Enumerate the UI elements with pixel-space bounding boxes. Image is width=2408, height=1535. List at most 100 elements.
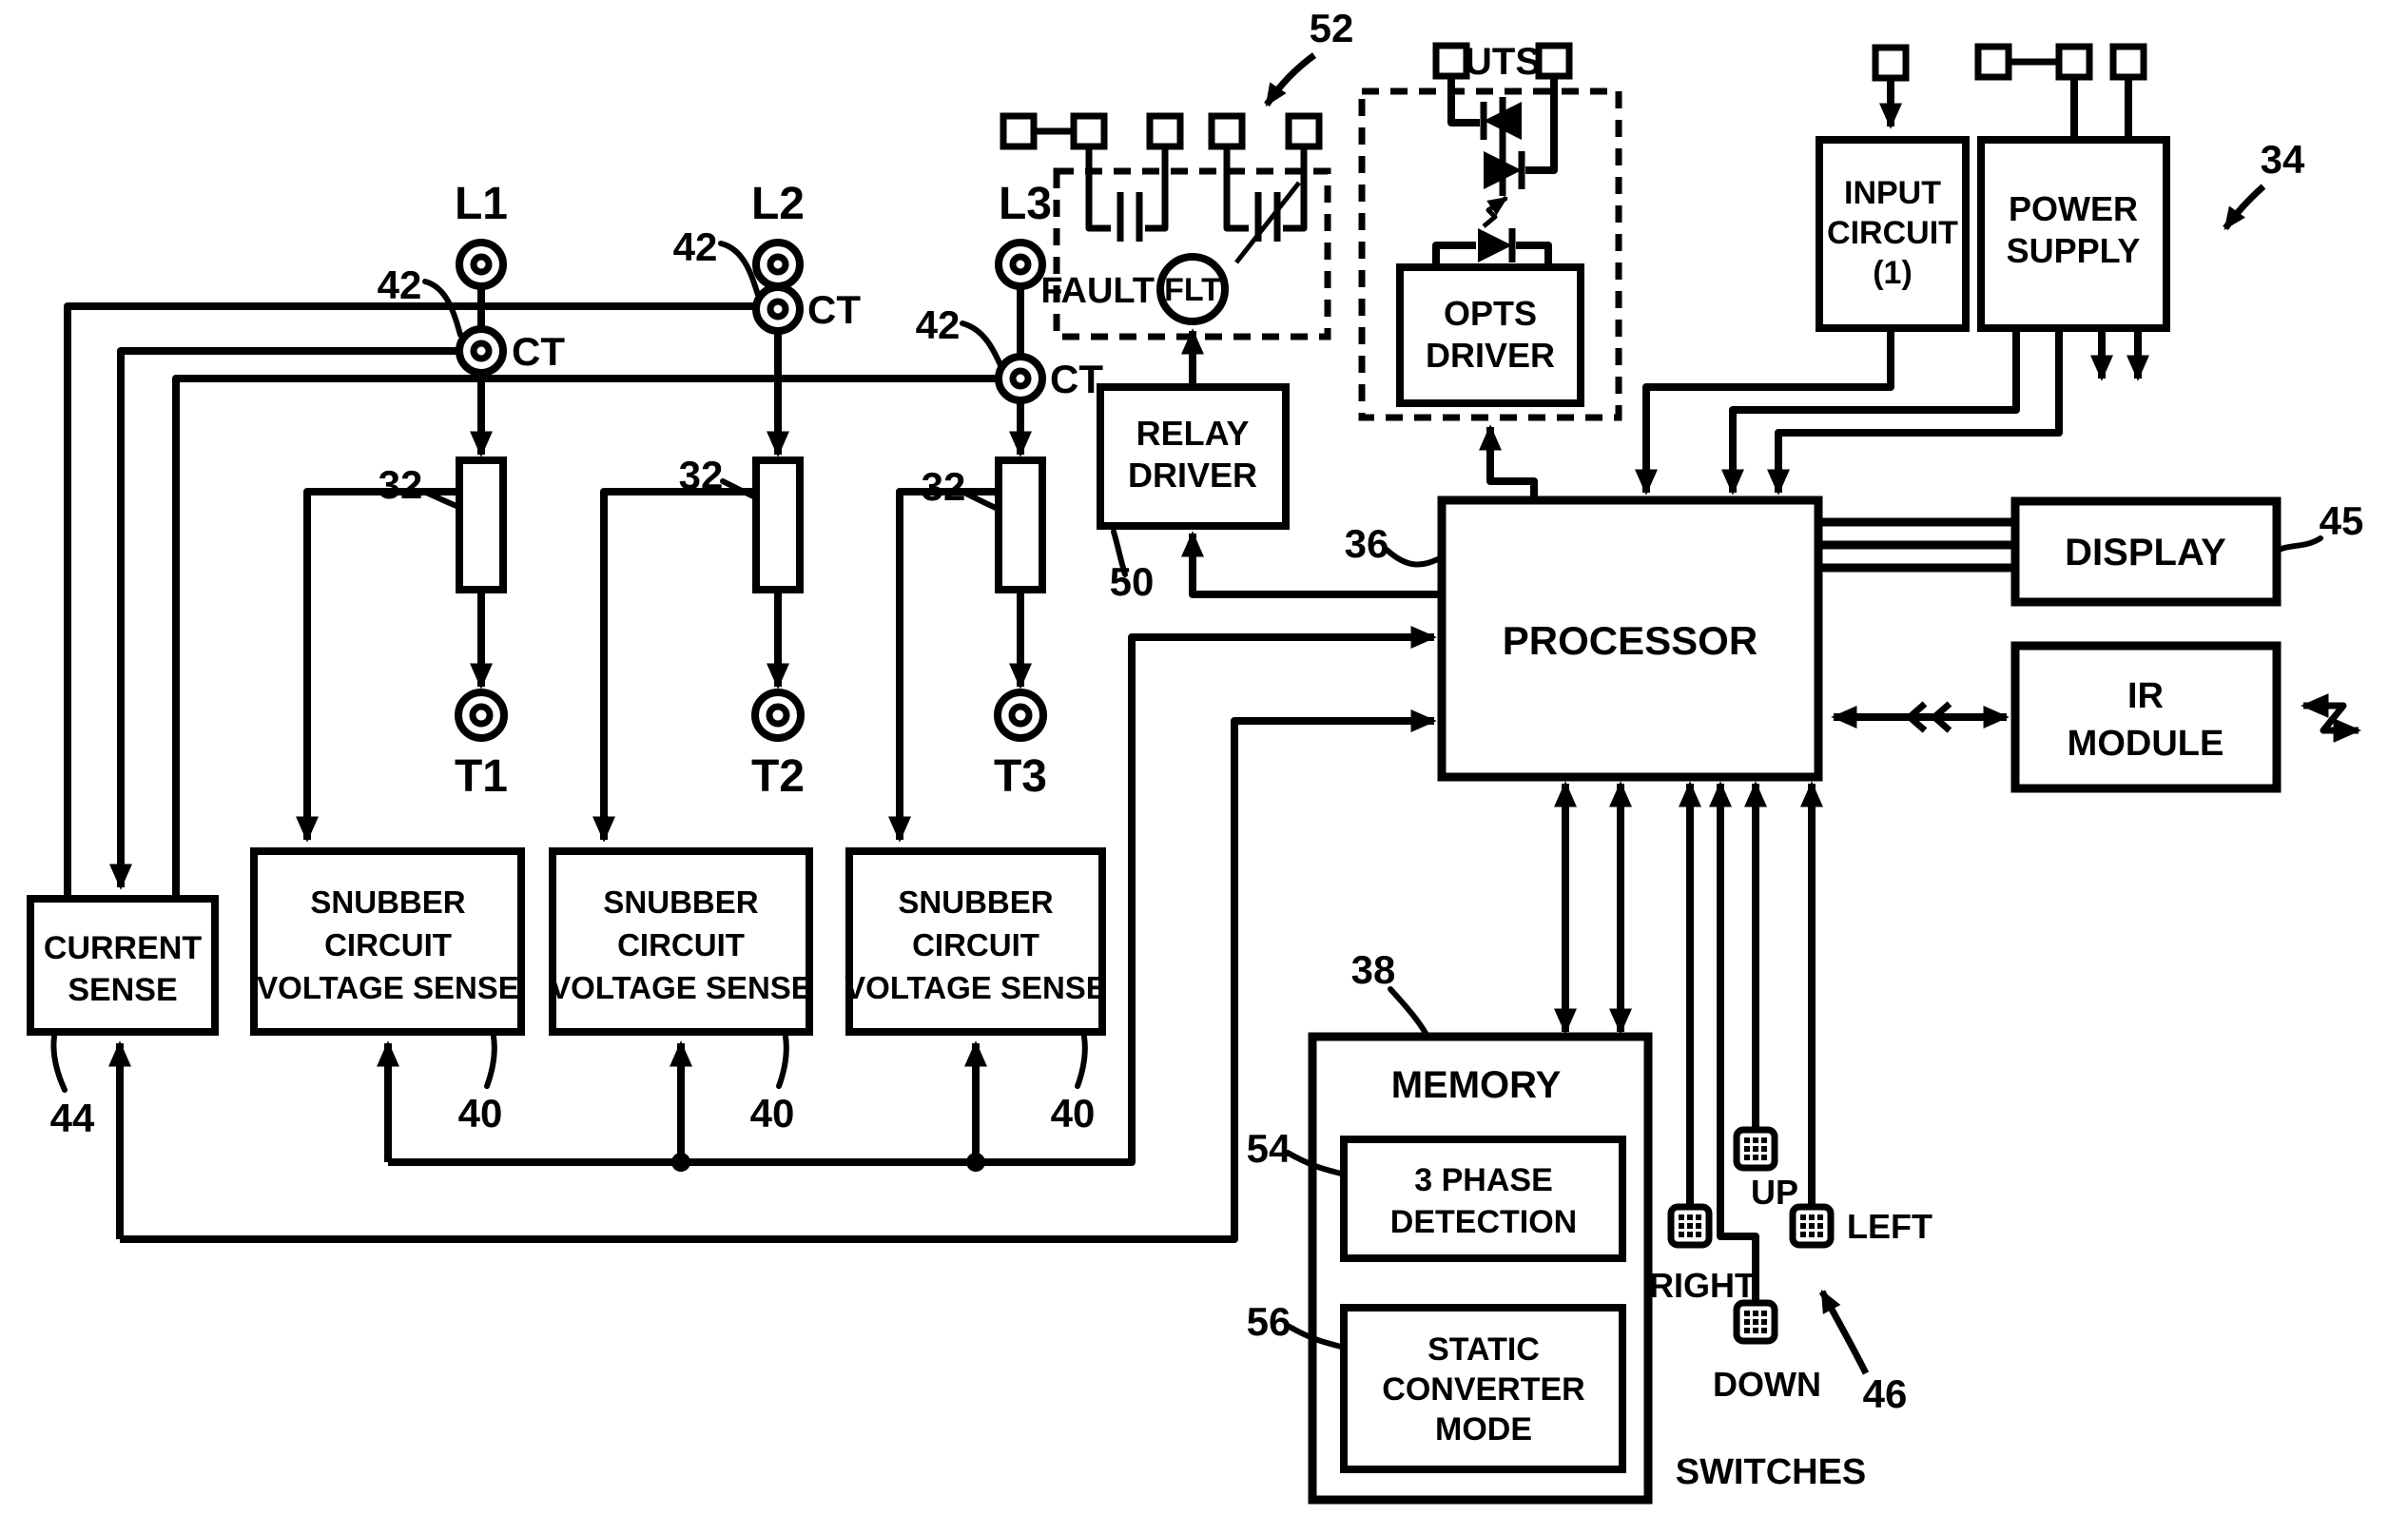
up-switch-icon xyxy=(1733,1126,1778,1172)
ref-42-l2: 42 xyxy=(673,224,718,269)
input-circuit-label-2: CIRCUIT xyxy=(1827,215,1958,251)
opts-driver-label-1: OPTS xyxy=(1444,294,1537,333)
snubber-box-3 xyxy=(845,847,1106,1036)
opto-coupling-arrow-icon xyxy=(1482,195,1508,228)
fault-terminal-square xyxy=(1146,112,1184,150)
wire-input-circuit-to-processor xyxy=(1635,328,1894,495)
ref-32-l3: 32 xyxy=(922,464,966,509)
relay-driver-box xyxy=(1097,383,1290,530)
scr-block-l1 xyxy=(456,457,507,593)
l3-label: L3 xyxy=(999,179,1052,229)
wire-processor-to-relay-driver xyxy=(1181,531,1442,598)
display-bus-wires xyxy=(1818,517,2015,573)
junction-dot xyxy=(671,1153,690,1172)
left-switch-label: LEFT xyxy=(1847,1207,1932,1246)
triac-triangle-icon xyxy=(1484,102,1522,140)
current-sense-bus-wires xyxy=(108,709,1437,1243)
normally-closed-slash xyxy=(1234,181,1301,264)
ref-32-l1: 32 xyxy=(379,462,423,507)
ir-wires xyxy=(1831,693,2361,743)
static-converter-label-2: CONVERTER xyxy=(1382,1371,1584,1408)
scr-block-l2 xyxy=(752,457,804,593)
ref-50: 50 xyxy=(1110,559,1155,604)
leader-32-l2 xyxy=(720,478,756,499)
led-lead-left xyxy=(1432,242,1476,267)
supply-wires xyxy=(1635,328,2149,495)
static-converter-label-3: MODE xyxy=(1435,1411,1532,1448)
t3-terminal-inner xyxy=(1008,703,1033,728)
ref-44: 44 xyxy=(50,1096,95,1140)
triac-lead-right xyxy=(1525,76,1558,174)
ref-32-l2: 32 xyxy=(679,453,724,497)
l2-terminal-circle xyxy=(752,239,804,290)
snubber1-label-2: CIRCUIT xyxy=(324,927,452,962)
opts-driver-label-2: DRIVER xyxy=(1426,336,1555,375)
chevron-icon xyxy=(1931,701,1952,733)
ref-34: 34 xyxy=(2261,137,2305,182)
fault-label: FAULT xyxy=(1040,271,1155,311)
snubber2-label-2: CIRCUIT xyxy=(617,927,745,962)
leader-40-1 xyxy=(484,1034,497,1089)
t1-terminal-circle xyxy=(455,689,508,742)
ct-label-l3: CT xyxy=(1050,357,1103,401)
wire-down-switch-to-processor xyxy=(1709,781,1759,1300)
wire-power-supply-to-processor-2 xyxy=(1767,328,2063,495)
ir-module-label-2: MODULE xyxy=(2068,724,2224,764)
leader-arrow-46 xyxy=(1818,1289,1870,1375)
l2-terminal-inner xyxy=(767,253,789,276)
phase-detection-box xyxy=(1340,1136,1626,1262)
leader-36 xyxy=(1384,547,1441,568)
ref-42-l3: 42 xyxy=(916,302,961,347)
display-label: DISPLAY xyxy=(2065,532,2226,573)
opts-feed-wire xyxy=(1479,424,1538,500)
right-switch-label: RIGHT xyxy=(1649,1266,1756,1305)
scr-block-l3 xyxy=(995,457,1046,593)
leader-42-l1 xyxy=(422,279,463,338)
wire-snubber-bus-to-processor xyxy=(388,626,1437,1166)
relay-and-fault-wires xyxy=(1181,328,1442,598)
wire-power-supply-to-processor-1 xyxy=(1721,328,2020,495)
l3-ct-circle xyxy=(995,353,1046,404)
current-sense-label-2: SENSE xyxy=(68,972,177,1008)
supply-terminal-square xyxy=(2055,43,2093,81)
junction-dot xyxy=(966,1153,985,1172)
triac-lead-left xyxy=(1447,76,1480,126)
snubber-tap-wires xyxy=(296,488,999,843)
input-circuit-label-3: (1) xyxy=(1873,255,1913,291)
memory-and-switch-wires xyxy=(1554,781,1823,1300)
leader-50 xyxy=(1111,529,1128,577)
contact-lead xyxy=(1085,146,1111,232)
ct-label-l1: CT xyxy=(512,329,565,374)
ref-56: 56 xyxy=(1247,1299,1291,1344)
leader-arrow-34 xyxy=(2223,184,2266,231)
phase-detection-label-2: DETECTION xyxy=(1390,1204,1577,1240)
supply-terminal-square xyxy=(2109,43,2147,81)
wire-ct-l3-to-current-sense xyxy=(172,375,999,899)
t2-terminal-inner xyxy=(766,703,790,728)
leader-45 xyxy=(2276,535,2323,553)
l1-ct-inner xyxy=(470,340,493,362)
l2-ct-inner xyxy=(767,298,789,321)
relay-driver-label-2: DRIVER xyxy=(1128,456,1257,495)
t3-terminal-circle xyxy=(994,689,1047,742)
leader-40-2 xyxy=(776,1034,789,1089)
leader-32-l1 xyxy=(419,488,459,509)
leader-32-l3 xyxy=(961,490,999,511)
wire-ct-l1-to-current-sense xyxy=(109,347,459,890)
led-lead-right xyxy=(1516,242,1552,267)
ref-54: 54 xyxy=(1247,1126,1291,1171)
wire-processor-to-opts-driver xyxy=(1479,424,1538,500)
ref-36: 36 xyxy=(1345,521,1389,566)
down-switch-label: DOWN xyxy=(1713,1365,1821,1404)
flt-coil-label: FLT xyxy=(1164,272,1221,308)
leader-38 xyxy=(1388,986,1429,1038)
snubber3-label-1: SNUBBER xyxy=(898,884,1053,920)
fault-dashed-box xyxy=(1053,167,1331,340)
l2-ct-circle xyxy=(752,283,804,335)
current-sense-label-1: CURRENT xyxy=(44,930,202,966)
ref-40-3: 40 xyxy=(1051,1091,1096,1136)
ref-40-2: 40 xyxy=(750,1091,795,1136)
contact-lead xyxy=(1283,146,1308,232)
l1-terminal-circle xyxy=(456,239,507,290)
